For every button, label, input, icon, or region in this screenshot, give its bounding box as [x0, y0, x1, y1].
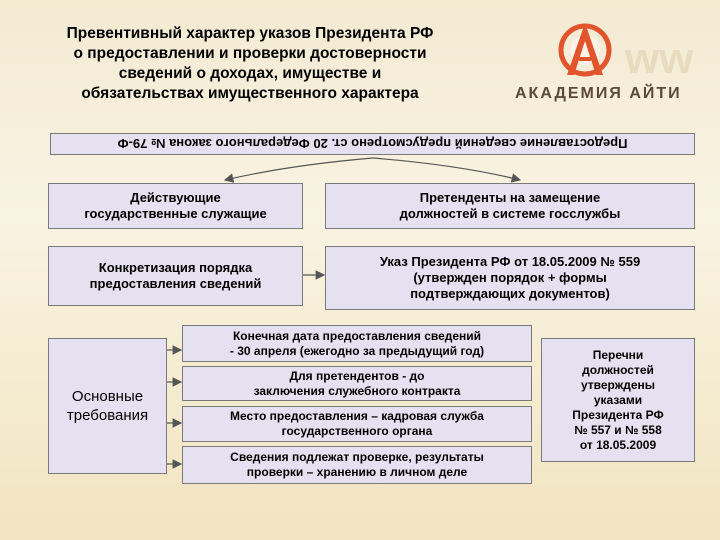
req-item-4: Сведения подлежат проверке, результаты п…: [182, 446, 532, 484]
box-decree-line-1: Указ Президента РФ от 18.05.2009 № 559: [379, 254, 641, 269]
lists-line-4: указами: [593, 392, 643, 407]
title-line-1: Превентивный характер указов Президента …: [66, 25, 434, 42]
arrow-to-candidates: [372, 157, 522, 183]
box-candidates-line-2: должностей в системе госслужбы: [399, 206, 621, 221]
requirements-line-1: Основные: [71, 388, 144, 405]
req-item-2: Для претендентов - до заключения служебн…: [182, 366, 532, 401]
title-line-2: о предоставлении и проверки достоверност…: [73, 45, 427, 62]
requirements-line-2: требования: [66, 407, 149, 424]
box-decree-line-2: (утвержден порядок + формы: [413, 270, 607, 285]
lists-line-1: Перечни: [592, 347, 644, 362]
box-specify: Конкретизация порядка предоставления све…: [48, 246, 303, 306]
logo-text: АКАДЕМИЯ АЙТИ: [515, 85, 682, 102]
logo-watermark: ww: [624, 34, 694, 83]
box-lists: Перечни должностей утверждены указами Пр…: [541, 338, 695, 462]
box-candidates-line-1: Претенденты на замещение: [419, 190, 601, 205]
req-item-1-line-1: Конечная дата предоставления сведений: [232, 328, 482, 343]
req-item-4-line-1: Сведения подлежат проверке, результаты: [230, 450, 484, 464]
req-item-1-line-2: - 30 апреля (ежегодно за предыдущий год): [229, 343, 485, 358]
box-decree-line-3: подтверждающих документов): [410, 286, 610, 301]
arrow-to-current: [223, 157, 374, 183]
box-current-servants: Действующие государственные служащие: [48, 183, 303, 229]
title-line-4: обязательствах имущественного характера: [81, 85, 419, 102]
req-item-2-line-1: Для претендентов - до: [289, 368, 425, 383]
box-current-line-1: Действующие: [130, 190, 221, 205]
req-item-3-line-2: государственного органа: [281, 424, 433, 438]
box-decree: Указ Президента РФ от 18.05.2009 № 559 (…: [325, 246, 695, 310]
lists-line-5: Президента РФ: [572, 407, 664, 422]
lists-line-2: должностей: [582, 362, 654, 377]
lists-line-6: № 557 и № 558: [574, 422, 662, 437]
req-item-3-line-1: Место предоставления – кадровая служба: [230, 409, 484, 423]
logo-icon: ww: [558, 23, 694, 83]
box-candidates: Претенденты на замещение должностей в си…: [325, 183, 695, 229]
req-item-3: Место предоставления – кадровая служба г…: [182, 406, 532, 442]
box-requirements: Основные требования: [48, 338, 167, 474]
req-item-4-line-2: проверки – хранению в личном деле: [246, 465, 468, 479]
box-current-line-2: государственные служащие: [84, 206, 267, 221]
req-item-1: Конечная дата предоставления сведений - …: [182, 325, 532, 362]
lists-line-7: от 18.05.2009: [579, 437, 657, 452]
lists-line-3: утверждены: [580, 377, 656, 392]
box-specify-line-2: предоставления сведений: [89, 276, 262, 291]
title-line-3: сведений о доходах, имуществе и: [118, 65, 382, 82]
logo: ww АКАДЕМИЯ АЙТИ: [505, 15, 715, 110]
req-item-2-line-2: заключения служебного контракта: [253, 383, 461, 398]
box-specify-line-1: Конкретизация порядка: [98, 260, 253, 275]
page-title: Превентивный характер указов Президента …: [30, 24, 470, 104]
